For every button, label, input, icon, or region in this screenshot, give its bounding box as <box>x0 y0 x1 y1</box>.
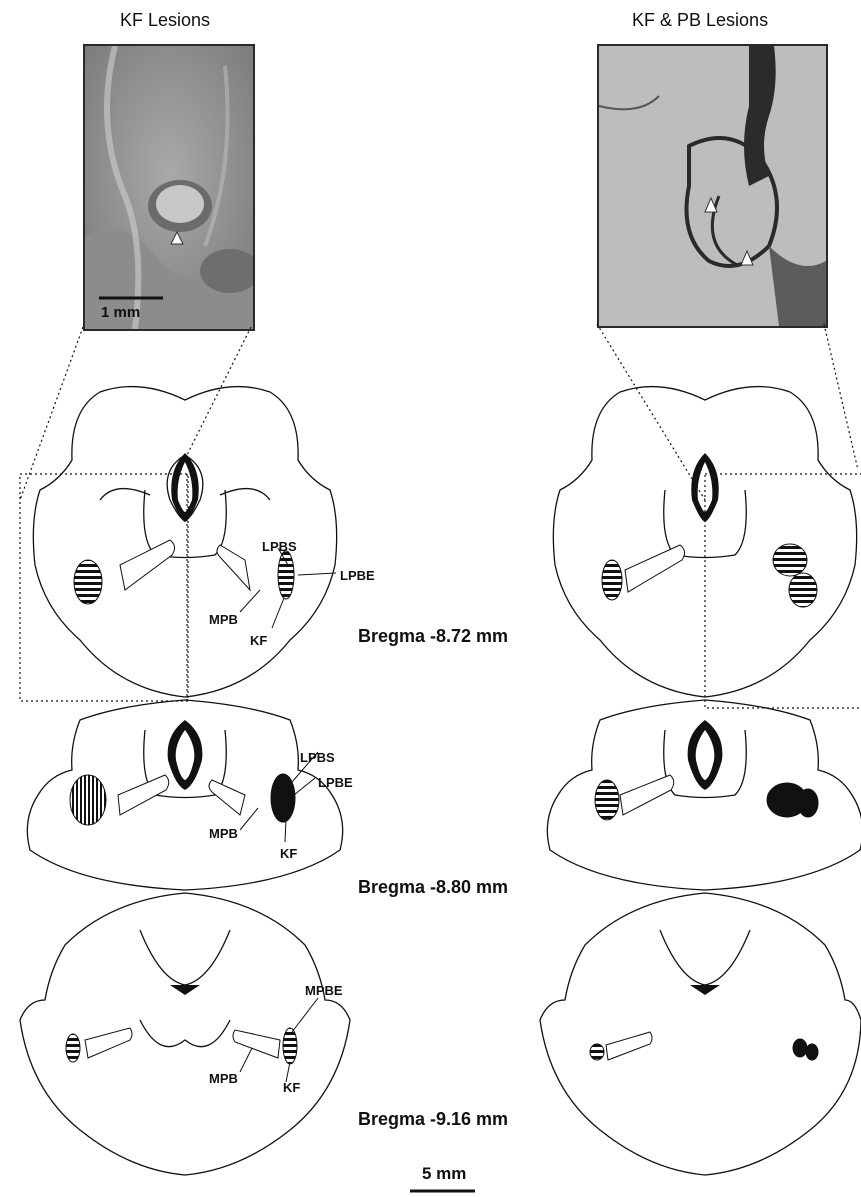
label-lpbe-s2: LPBE <box>318 775 353 790</box>
projection-lines <box>20 324 861 708</box>
left-s2-kf-lesion <box>271 774 295 822</box>
label-mpb-s1: MPB <box>209 612 238 627</box>
left-s1-kf-lesion <box>278 551 294 599</box>
left-s2-lesion <box>70 775 106 825</box>
bregma-label-3: Bregma -9.16 mm <box>358 1109 508 1130</box>
right-s1-lesion <box>602 560 622 600</box>
right-s1-pb-lesion <box>773 544 807 576</box>
label-kf-s2: KF <box>280 846 297 861</box>
bottom-scale-label: 5 mm <box>422 1164 466 1184</box>
right-section-3 <box>540 893 861 1175</box>
label-kf-s3: KF <box>283 1080 300 1095</box>
right-s3-kf-lesion <box>806 1044 818 1060</box>
label-kf-s1: KF <box>250 633 267 648</box>
right-s3-pb-lesion <box>793 1039 807 1057</box>
right-s1-kf-lesion <box>789 573 817 607</box>
label-mpb-s3: MPB <box>209 1071 238 1086</box>
bregma-label-1: Bregma -8.72 mm <box>358 626 508 647</box>
bregma-label-2: Bregma -8.80 mm <box>358 877 508 898</box>
label-lpbs-s2: LPBS <box>300 750 335 765</box>
left-s2-aqueduct <box>168 720 203 790</box>
right-s2-lesion <box>595 780 619 820</box>
right-s2-kf-lesion <box>798 789 818 817</box>
left-s1-tract <box>120 540 175 590</box>
left-s3-lesion <box>66 1034 80 1062</box>
label-mpb-s2: MPB <box>209 826 238 841</box>
label-lpbe-s1: LPBE <box>340 568 375 583</box>
left-s1-lesion <box>74 560 102 604</box>
left-s3-kf-lesion <box>283 1028 297 1064</box>
right-s3-lesion <box>590 1044 604 1060</box>
label-mpbe-s3: MPBE <box>305 983 343 998</box>
label-lpbs-s1: LPBS <box>262 539 297 554</box>
left-section-3 <box>20 893 350 1175</box>
